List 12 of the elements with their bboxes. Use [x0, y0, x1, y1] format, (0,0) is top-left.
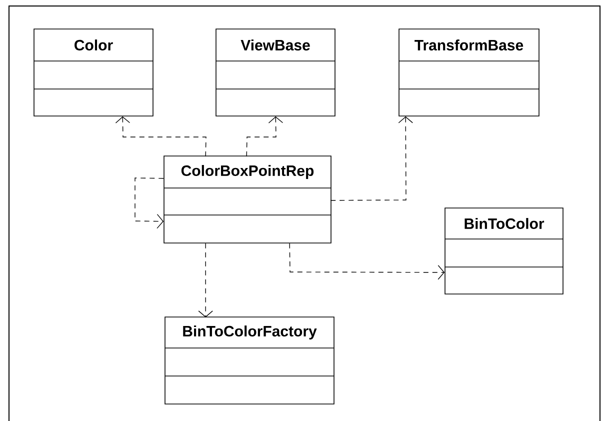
class-box: ColorBoxPointRep	[164, 156, 332, 244]
dependency-arrow	[134, 178, 164, 229]
class-box: BinToColor	[444, 208, 564, 294]
class-box: Color	[34, 28, 154, 116]
class-box: ViewBase	[216, 28, 336, 116]
dependency-arrow	[198, 243, 213, 318]
dependency-arrow	[246, 116, 284, 157]
dependency-arrow	[330, 116, 413, 201]
class-box: TransformBase	[398, 28, 540, 116]
class-box: BinToColorFactory	[164, 316, 334, 404]
dependency-arrow	[289, 243, 445, 280]
dependency-arrow	[115, 116, 206, 157]
